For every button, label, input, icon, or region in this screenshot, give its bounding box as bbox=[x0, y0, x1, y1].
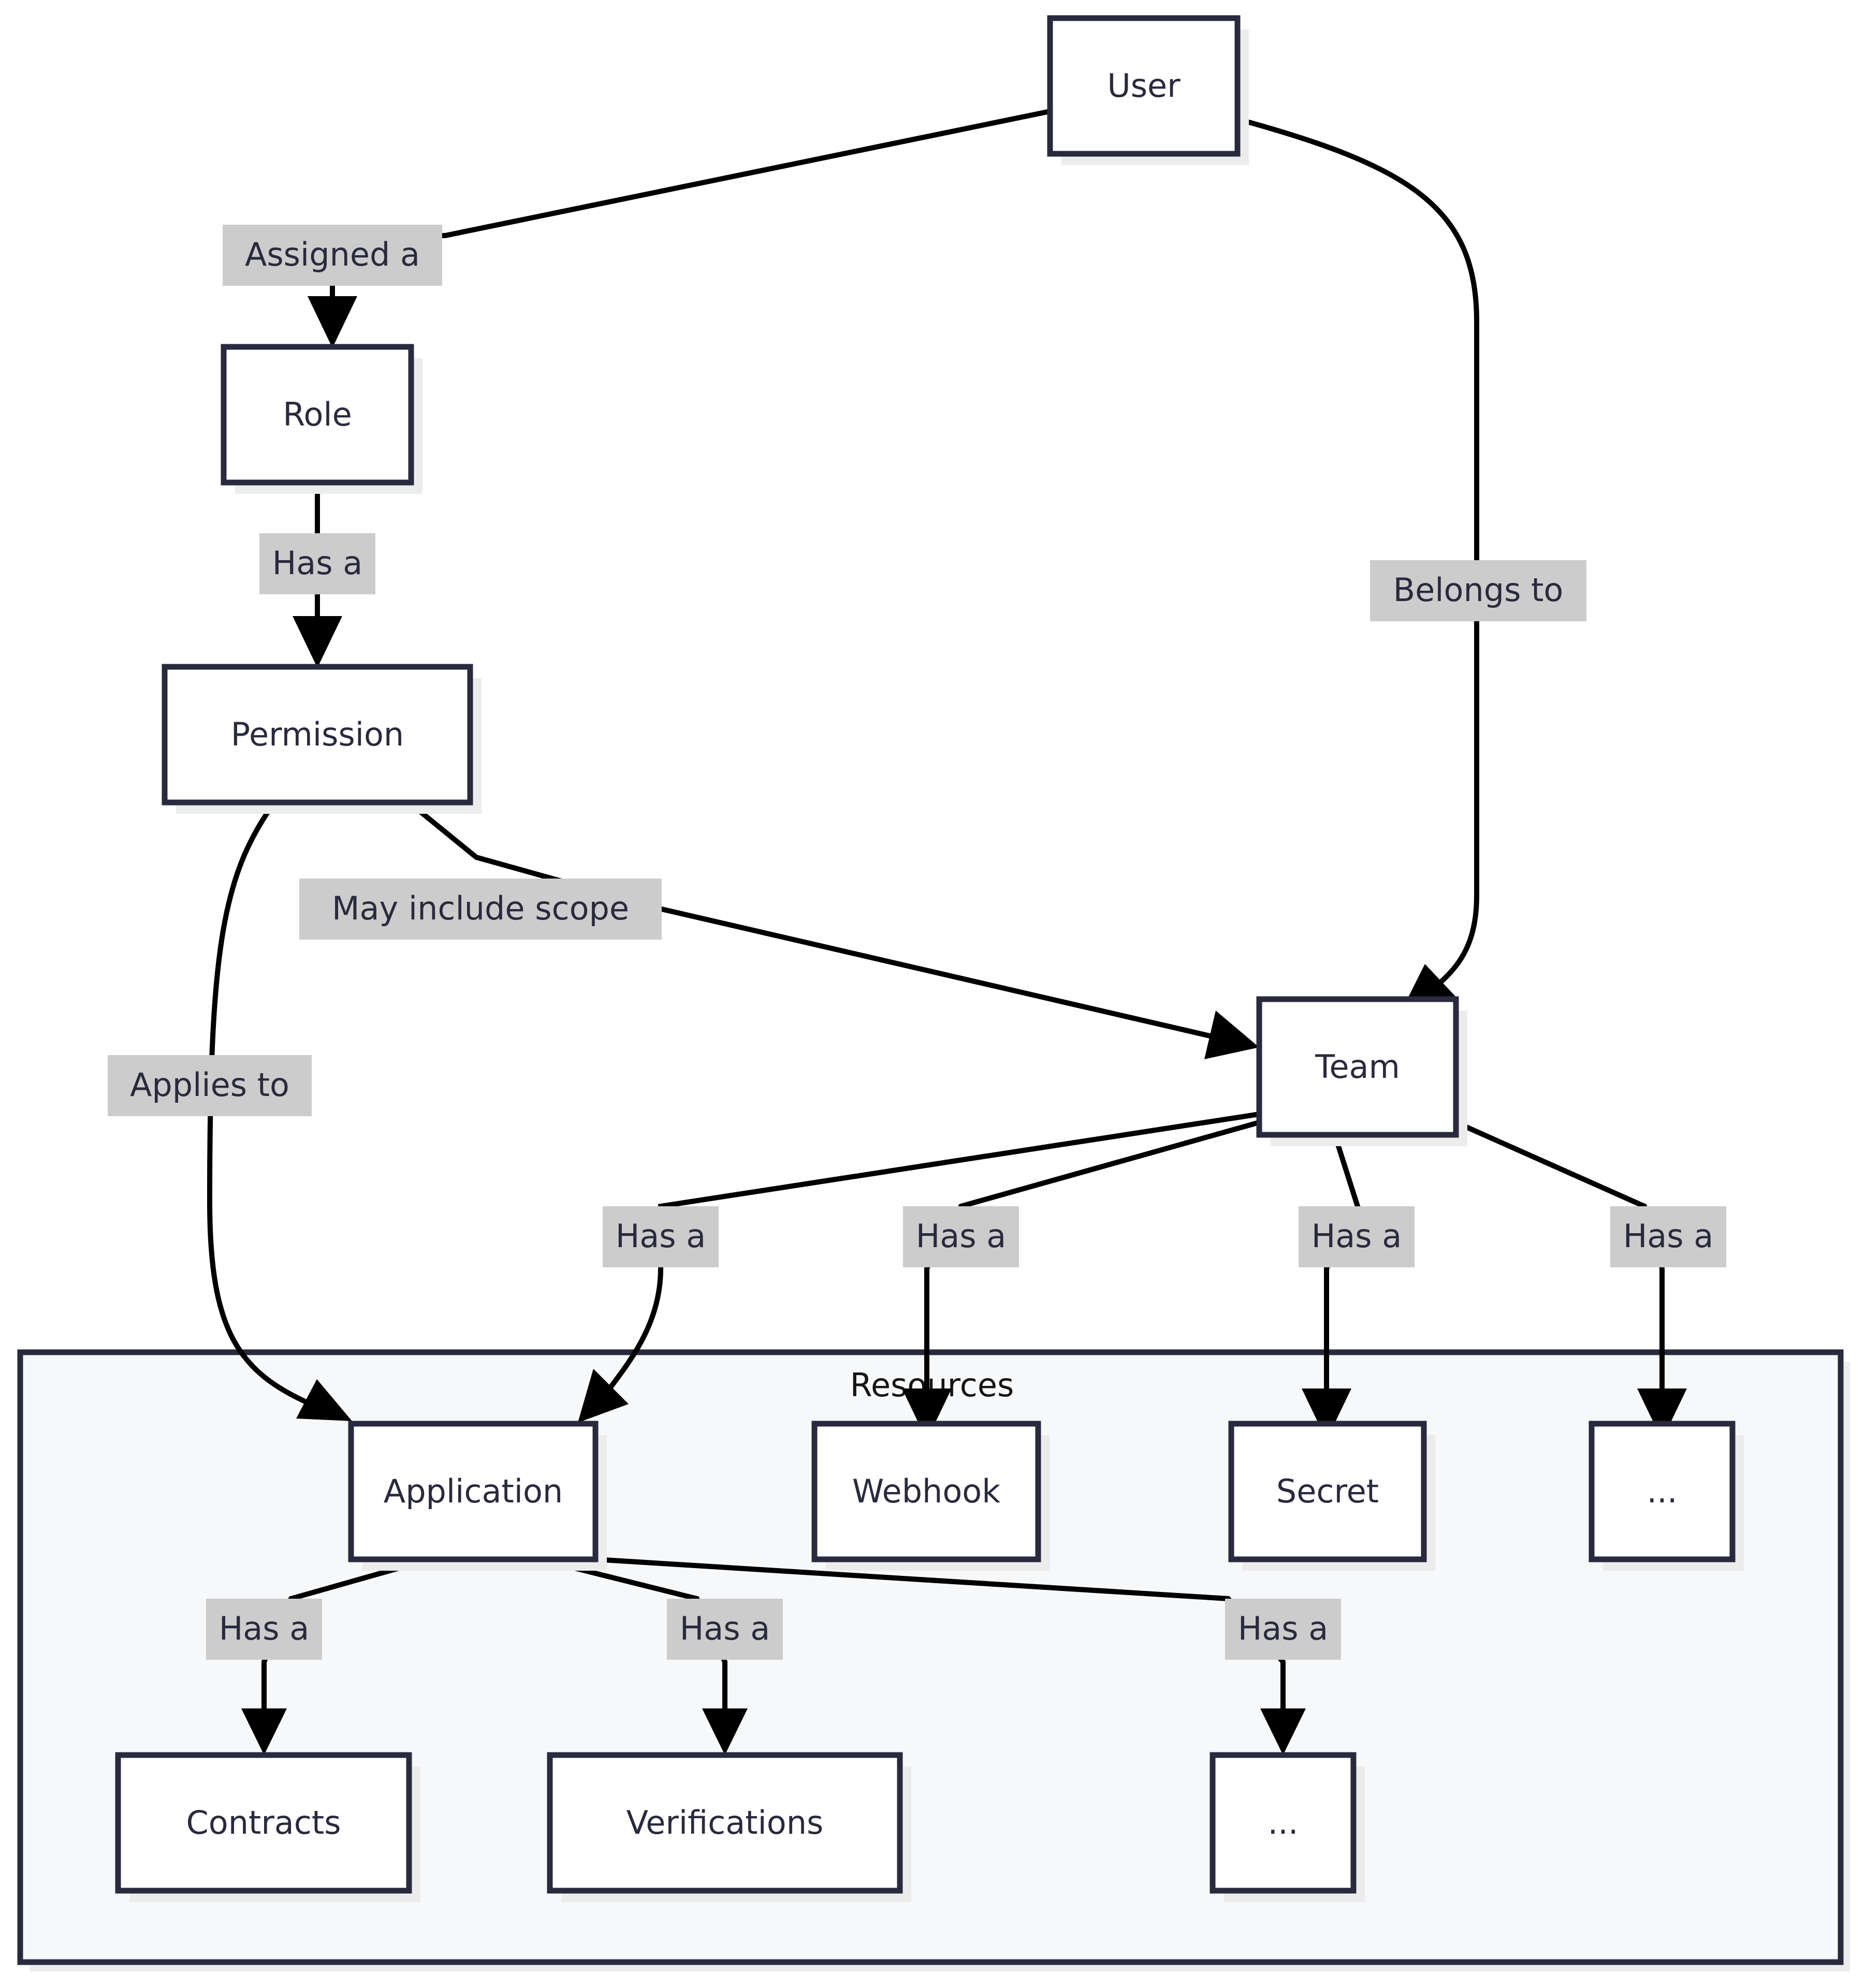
edge-label-background bbox=[1610, 1206, 1726, 1267]
arrowhead bbox=[1260, 1708, 1306, 1755]
edge-label-background bbox=[259, 533, 375, 594]
edge-label-text: Has a bbox=[680, 1610, 770, 1647]
edge-permission-application bbox=[207, 801, 352, 1421]
node-label-resources-ellipsis: ... bbox=[1647, 1472, 1677, 1510]
edge-label-background bbox=[903, 1206, 1019, 1267]
edge-label-role-has-a: Has a bbox=[259, 533, 375, 594]
node-box[interactable] bbox=[162, 664, 473, 806]
node-permission[interactable]: Permission bbox=[162, 664, 482, 814]
node-box[interactable] bbox=[1047, 15, 1241, 157]
arrowhead bbox=[241, 1708, 287, 1755]
arrowhead bbox=[308, 296, 357, 348]
node-label-user: User bbox=[1107, 67, 1181, 105]
node-box[interactable] bbox=[1210, 1752, 1357, 1894]
node-label-verifications: Verifications bbox=[626, 1804, 824, 1841]
edge-label-team-webhook-has-a: Has a bbox=[903, 1206, 1019, 1267]
node-box[interactable] bbox=[348, 1421, 599, 1562]
edge-team-application bbox=[578, 1112, 1260, 1423]
node-label-team: Team bbox=[1315, 1048, 1400, 1086]
arrowhead bbox=[293, 616, 342, 668]
node-application[interactable]: Application bbox=[348, 1421, 607, 1571]
arrowhead bbox=[1204, 1011, 1259, 1059]
edge-label-background bbox=[223, 225, 442, 286]
node-resources-ellipsis[interactable]: ... bbox=[1589, 1421, 1744, 1571]
edge-label-text: Has a bbox=[219, 1610, 310, 1647]
arrowhead bbox=[902, 1388, 952, 1440]
node-secret[interactable]: Secret bbox=[1228, 1421, 1435, 1571]
node-label-application: Application bbox=[384, 1472, 563, 1510]
edge-label-text: Has a bbox=[616, 1217, 706, 1255]
edge-label-application-contracts-has-a: Has a bbox=[206, 1599, 322, 1660]
edge-label-text: Assigned a bbox=[245, 236, 420, 273]
edge-label-background bbox=[299, 879, 662, 940]
edge-label-application-ellipsis-has-a: Has a bbox=[1225, 1599, 1341, 1660]
edge-label-text: May include scope bbox=[332, 889, 629, 927]
node-box[interactable] bbox=[811, 1421, 1041, 1562]
edge-label-text: Applies to bbox=[130, 1066, 289, 1104]
edge-label-background bbox=[108, 1055, 312, 1116]
node-verifications[interactable]: Verifications bbox=[547, 1752, 911, 1902]
node-label-application-ellipsis: ... bbox=[1267, 1804, 1298, 1841]
edge-label-text: Has a bbox=[1238, 1610, 1329, 1647]
arrowhead bbox=[296, 1379, 352, 1421]
node-application-ellipsis[interactable]: ... bbox=[1210, 1752, 1365, 1902]
node-box[interactable] bbox=[1256, 996, 1459, 1138]
node-box[interactable] bbox=[115, 1752, 412, 1894]
edge-line bbox=[1236, 116, 1479, 1001]
node-role[interactable]: Role bbox=[221, 344, 422, 494]
edge-label-layer: Assigned a Belongs to Has a Applies to M… bbox=[108, 225, 1726, 1660]
node-user[interactable]: User bbox=[1047, 15, 1249, 165]
arrowhead bbox=[702, 1708, 748, 1755]
arrowhead bbox=[1302, 1388, 1351, 1440]
edge-line bbox=[207, 801, 312, 1407]
node-label-webhook: Webhook bbox=[852, 1472, 1000, 1510]
edge-label-background bbox=[1299, 1206, 1415, 1267]
node-label-secret: Secret bbox=[1276, 1472, 1379, 1510]
node-box[interactable] bbox=[1228, 1421, 1427, 1562]
edge-label-team-secret-has-a: Has a bbox=[1299, 1206, 1415, 1267]
node-team[interactable]: Team bbox=[1256, 996, 1467, 1146]
node-label-role: Role bbox=[283, 396, 352, 433]
edge-label-text: Belongs to bbox=[1393, 571, 1564, 609]
edge-label-team-application-has-a: Has a bbox=[603, 1206, 719, 1267]
edge-label-text: Has a bbox=[272, 544, 363, 582]
edge-label-assigned-a: Assigned a bbox=[223, 225, 442, 286]
node-webhook[interactable]: Webhook bbox=[811, 1421, 1050, 1571]
node-box[interactable] bbox=[547, 1752, 903, 1894]
node-contracts[interactable]: Contracts bbox=[115, 1752, 420, 1902]
arrowhead bbox=[578, 1369, 629, 1423]
edge-label-background bbox=[206, 1599, 322, 1660]
node-box[interactable] bbox=[1589, 1421, 1736, 1562]
edge-label-applies-to: Applies to bbox=[108, 1055, 312, 1116]
node-label-permission: Permission bbox=[231, 715, 404, 753]
edge-label-belongs-to: Belongs to bbox=[1370, 560, 1586, 621]
edge-label-text: Has a bbox=[1312, 1217, 1402, 1255]
arrowhead bbox=[1637, 1388, 1687, 1440]
edge-label-background bbox=[1370, 560, 1586, 621]
edge-label-background bbox=[667, 1599, 783, 1660]
edge-label-background bbox=[603, 1206, 719, 1267]
edge-label-background bbox=[1225, 1599, 1341, 1660]
edge-label-team-ellipsis-has-a: Has a bbox=[1610, 1206, 1726, 1267]
node-layer: User Role Permission Team Applicatio bbox=[115, 15, 1744, 1902]
edge-label-may-include-scope: May include scope bbox=[299, 879, 662, 940]
node-box[interactable] bbox=[221, 344, 414, 486]
edge-label-text: Has a bbox=[1623, 1217, 1714, 1255]
edge-label-text: Has a bbox=[916, 1217, 1007, 1255]
edge-label-application-verifications-has-a: Has a bbox=[667, 1599, 783, 1660]
node-label-contracts: Contracts bbox=[186, 1804, 341, 1841]
